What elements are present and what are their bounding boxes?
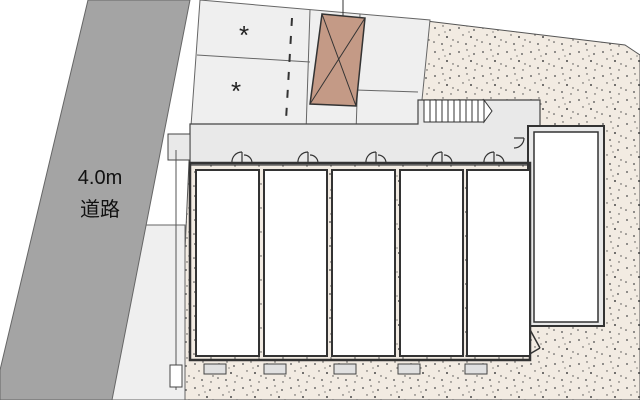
door-swing-icon (513, 137, 525, 149)
storage-icon (309, 0, 366, 107)
door-swing-icon (231, 151, 253, 164)
door-swing-icon (297, 151, 319, 164)
road (0, 0, 191, 400)
parking-area (189, 0, 431, 141)
gate (169, 364, 183, 388)
unit (397, 169, 464, 375)
parking-space-marker: * (231, 76, 241, 106)
road-name-label: 道路 (80, 198, 120, 221)
east-wing (527, 125, 605, 356)
unit (331, 169, 396, 375)
unit (263, 169, 328, 375)
unit (464, 169, 531, 375)
door-swing-icon (483, 151, 505, 164)
unit (195, 169, 260, 375)
road-width-label: 4.0m (78, 167, 122, 189)
door-swing-icon (431, 151, 453, 164)
stairs-icon (423, 98, 493, 124)
parking-space-marker: * (239, 20, 249, 50)
door-swing-icon (365, 151, 387, 164)
